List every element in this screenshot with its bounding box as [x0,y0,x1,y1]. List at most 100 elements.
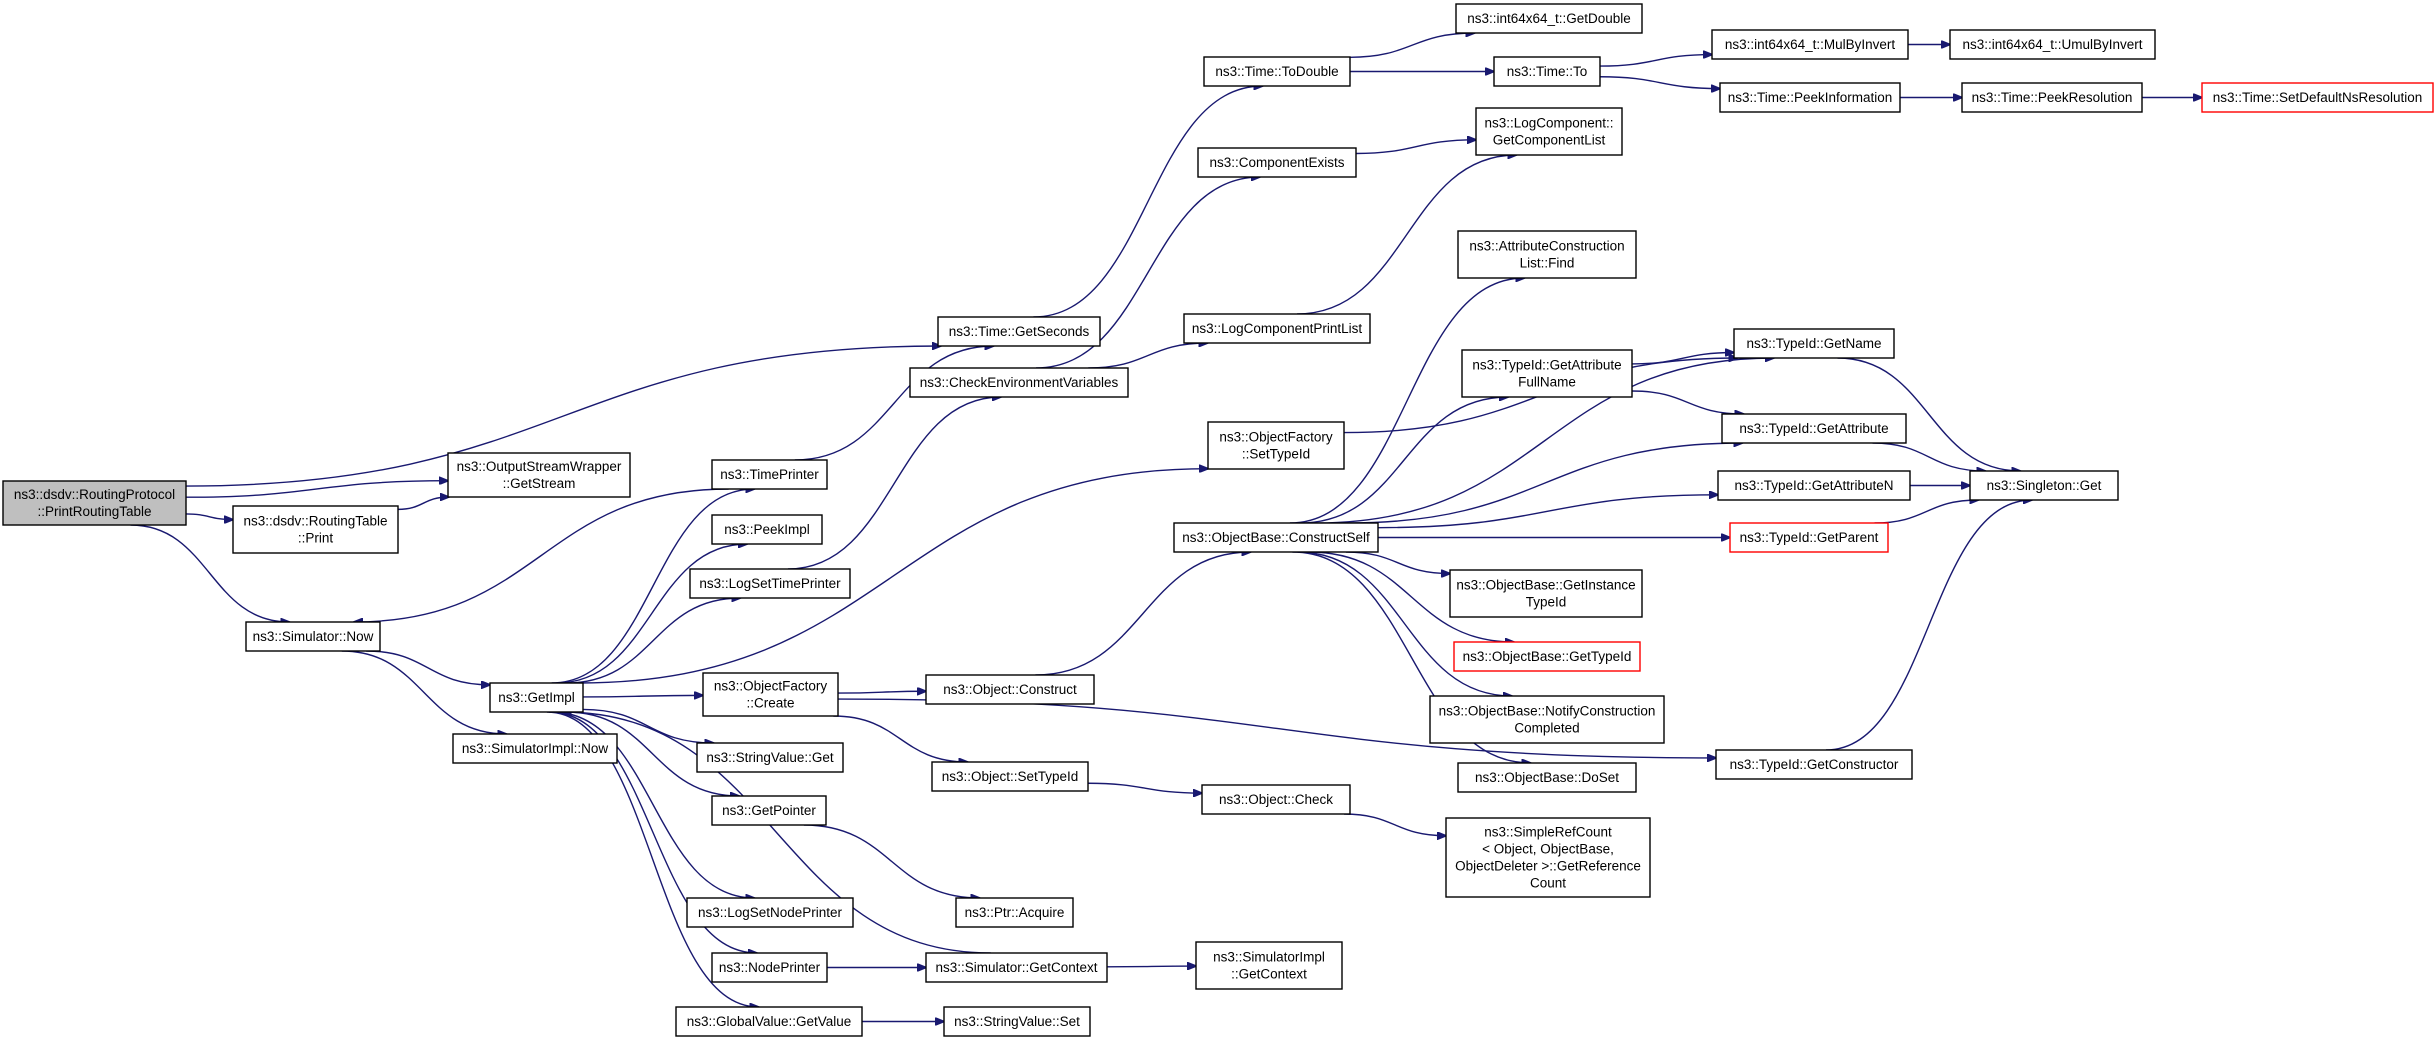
edge-getimpl-to-ofsettypeid [579,469,1208,684]
node-umulbyinvert[interactable]: ns3::int64x64_t::UmulByInvert [1949,29,2156,60]
edge-objsettypeid-to-objcheck [1087,782,1202,793]
edge-root-to-rtprint [185,513,233,520]
node-logsettime[interactable]: ns3::LogSetTimePrinter [689,568,851,599]
node-box [1715,749,1913,780]
node-label: ns3::ObjectBase::GetInstance [1456,578,1635,593]
node-compexists[interactable]: ns3::ComponentExists [1197,147,1357,178]
node-typegetattr[interactable]: ns3::TypeId::GetAttribute [1721,413,1907,444]
edge-constructself-to-typegetattrn [1377,495,1718,529]
node-ptracquire[interactable]: ns3::Ptr::Acquire [955,897,1074,928]
node-notifyconst[interactable]: ns3::ObjectBase::NotifyConstructionCompl… [1429,695,1665,744]
node-label: ns3::dsdv::RoutingProtocol [14,487,175,502]
node-box [1475,107,1623,156]
node-box [931,761,1089,792]
node-timeto[interactable]: ns3::Time::To [1493,56,1601,87]
node-label: ns3::TypeId::GetAttributeN [1734,478,1893,493]
node-box [1457,230,1637,279]
edge-getimpl-to-logsetnode [552,711,754,898]
node-getpointer[interactable]: ns3::GetPointer [711,795,827,826]
node-typegetctor[interactable]: ns3::TypeId::GetConstructor [1715,749,1913,780]
edge-constructself-to-typegetattr [1347,443,1743,524]
node-label: ns3::Simulator::GetContext [935,960,1097,975]
node-strget[interactable]: ns3::StringValue::Get [696,742,844,773]
node-label: ns3::TypeId::GetConstructor [1730,757,1899,772]
edge-timeprinter-to-simnow [354,488,729,622]
node-box [1461,349,1633,398]
node-box [1197,147,1357,178]
node-simimplnow[interactable]: ns3::SimulatorImpl::Now [452,733,618,764]
node-getimpl[interactable]: ns3::GetImpl [489,682,584,713]
node-simgetctx[interactable]: ns3::Simulator::GetContext [925,952,1108,983]
edge-constructself-to-acfind [1289,278,1525,524]
node-globalget[interactable]: ns3::GlobalValue::GetValue [675,1006,863,1037]
node-strset[interactable]: ns3::StringValue::Set [943,1006,1091,1037]
node-objconstruct[interactable]: ns3::Object::Construct [925,674,1095,705]
node-box [943,1006,1091,1037]
node-label: ::Print [298,531,334,546]
node-getcomplist[interactable]: ns3::LogComponent::GetComponentList [1475,107,1623,156]
edge-getimpl-to-ofcreate [582,695,703,697]
node-constructself[interactable]: ns3::ObjectBase::ConstructSelf [1173,522,1379,553]
node-box [1961,82,2143,113]
edge-root-to-simnow [130,524,290,622]
node-logcompprint[interactable]: ns3::LogComponentPrintList [1183,313,1371,344]
node-todouble[interactable]: ns3::Time::ToDouble [1203,56,1351,87]
node-timeprinter[interactable]: ns3::TimePrinter [711,459,828,490]
node-ofsettypeid[interactable]: ns3::ObjectFactory::SetTypeId [1207,421,1345,470]
node-getseconds[interactable]: ns3::Time::GetSeconds [937,316,1101,347]
node-label: ns3::OutputStreamWrapper [457,459,622,474]
node-label: ns3::TypeId::GetAttribute [1739,421,1888,436]
node-box [489,682,584,713]
node-doset[interactable]: ns3::ObjectBase::DoSet [1457,762,1637,793]
node-rtprint[interactable]: ns3::dsdv::RoutingTable::Print [232,505,399,554]
node-typegetparent[interactable]: ns3::TypeId::GetParent [1729,522,1889,553]
node-nodeprinter[interactable]: ns3::NodePrinter [711,952,828,983]
node-label: List::Find [1520,256,1575,271]
node-mulbyinvert[interactable]: ns3::int64x64_t::MulByInvert [1711,29,1909,60]
node-logsetnode[interactable]: ns3::LogSetNodePrinter [686,897,854,928]
node-label: ::GetStream [503,476,576,491]
node-label: ns3::Time::PeekInformation [1728,90,1893,105]
node-label: ns3::Object::SetTypeId [942,769,1079,784]
node-typegetname[interactable]: ns3::TypeId::GetName [1733,328,1895,359]
node-singletonget[interactable]: ns3::Singleton::Get [1969,470,2119,501]
edge-constructself-to-getattrfull [1299,397,1508,524]
node-label: ns3::LogSetNodePrinter [698,905,843,920]
node-label: ns3::SimpleRefCount [1484,825,1612,840]
node-label: ns3::Time::To [1507,64,1588,79]
node-peekimpl[interactable]: ns3::PeekImpl [711,514,823,545]
node-root[interactable]: ns3::dsdv::RoutingProtocol::PrintRouting… [2,480,187,526]
node-simplerefcount[interactable]: ns3::SimpleRefCount< Object, ObjectBase,… [1445,817,1651,898]
node-getdouble[interactable]: ns3::int64x64_t::GetDouble [1455,3,1643,34]
node-label: ns3::SimulatorImpl::Now [462,741,609,756]
edge-getimpl-to-peekimpl [556,544,747,684]
node-setdefault[interactable]: ns3::Time::SetDefaultNsResolution [2201,82,2434,113]
node-label: ns3::PeekImpl [724,522,810,537]
node-box [1457,762,1637,793]
node-ofcreate[interactable]: ns3::ObjectFactory::Create [702,672,839,717]
node-peekinfo[interactable]: ns3::Time::PeekInformation [1719,82,1901,113]
node-box [689,568,851,599]
node-peekres[interactable]: ns3::Time::PeekResolution [1961,82,2143,113]
node-simnow[interactable]: ns3::Simulator::Now [245,621,381,652]
nodes-layer: ns3::dsdv::RoutingProtocol::PrintRouting… [2,3,2434,1037]
node-box [1969,470,2119,501]
node-simimplctx[interactable]: ns3::SimulatorImpl::GetContext [1195,941,1343,990]
node-label: ns3::TypeId::GetAttribute [1472,358,1621,373]
edge-simnow-to-simimplnow [341,650,507,734]
node-getstream[interactable]: ns3::OutputStreamWrapper::GetStream [447,452,631,498]
node-objsettypeid[interactable]: ns3::Object::SetTypeId [931,761,1089,792]
node-label: ns3::Object::Construct [943,682,1077,697]
node-label: ns3::ObjectBase::NotifyConstruction [1439,704,1656,719]
node-box [1195,941,1343,990]
node-checkenv[interactable]: ns3::CheckEnvironmentVariables [909,367,1129,398]
node-typegetattrn[interactable]: ns3::TypeId::GetAttributeN [1717,470,1911,501]
node-obgettypeid[interactable]: ns3::ObjectBase::GetTypeId [1453,641,1641,672]
node-box [1949,29,2156,60]
edge-logcompprint-to-getcomplist [1297,155,1517,315]
node-objcheck[interactable]: ns3::Object::Check [1201,784,1351,815]
